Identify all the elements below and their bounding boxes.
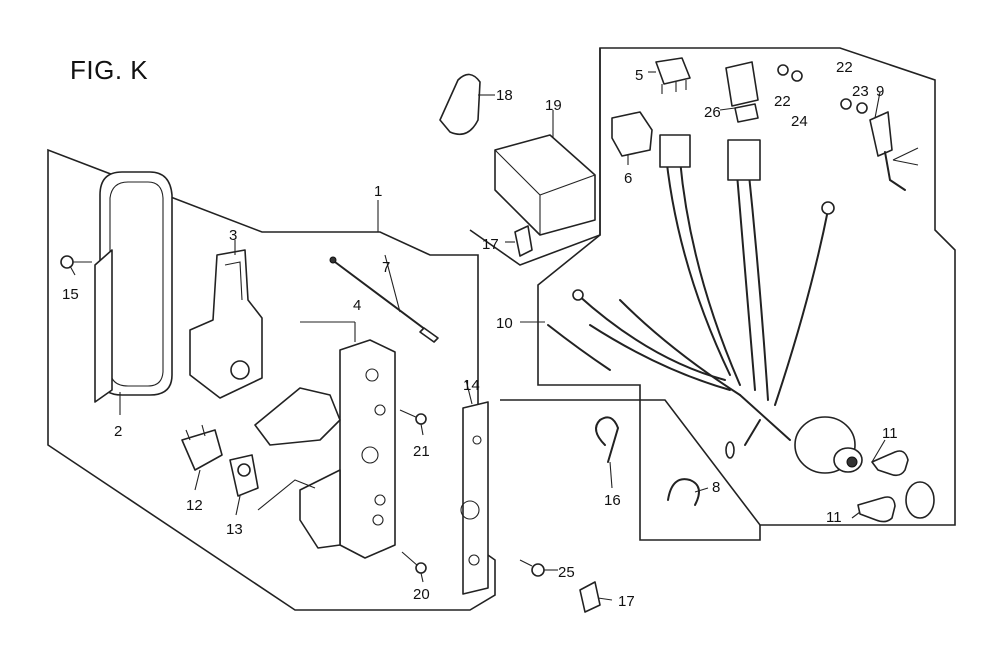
wire-harness-part-10	[547, 134, 835, 459]
callout-20: 20	[413, 586, 430, 603]
callout-17-upper: 17	[482, 236, 499, 253]
callout-26: 26	[704, 104, 721, 121]
bracket-part-3	[189, 249, 263, 399]
leader-line-4	[300, 321, 356, 342]
callout-5: 5	[635, 67, 643, 84]
switch-part-12	[181, 424, 223, 471]
callout-12: 12	[186, 497, 203, 514]
group-outline-box	[469, 48, 601, 266]
callout-9: 9	[876, 83, 884, 100]
key-part-11-lower	[857, 496, 896, 523]
callout-6: 6	[624, 170, 632, 187]
callout-10: 10	[496, 315, 513, 332]
leader-lines	[69, 71, 886, 601]
callout-24: 24	[791, 113, 808, 130]
screw-part-21	[399, 409, 427, 425]
bolt-part-25	[519, 559, 545, 577]
group-outline-clips	[500, 399, 761, 541]
callout-2: 2	[114, 423, 122, 440]
harness-connector-a	[659, 134, 691, 168]
callout-13: 13	[226, 521, 243, 538]
connector-part-6	[611, 111, 653, 157]
clip-part-16	[595, 416, 620, 463]
leader-line-13	[257, 479, 316, 511]
callout-22-right: 22	[836, 59, 853, 76]
rod-part-7	[329, 256, 439, 343]
washer-part-24	[791, 70, 803, 82]
callout-labels: 1 2 3 4 5 6 7 8 9 10 11 11 12 13 14 15 1…	[62, 59, 898, 610]
callout-3: 3	[229, 227, 237, 244]
bracket-part-18	[439, 73, 495, 136]
gasket-part-14	[460, 401, 489, 595]
callout-1: 1	[374, 183, 382, 200]
key-part-11-upper	[871, 450, 909, 477]
switch-part-13	[229, 454, 259, 497]
key-ring	[905, 481, 935, 519]
group-outline-harness	[537, 47, 956, 526]
clip-part-17-lower	[579, 581, 601, 613]
control-panel-part-4	[254, 339, 396, 559]
screw-part-15	[60, 255, 92, 269]
callout-23: 23	[852, 83, 869, 100]
callout-21: 21	[413, 443, 430, 460]
relay-part-5	[655, 57, 691, 94]
callout-11-upper: 11	[882, 425, 898, 442]
cover-part	[94, 171, 173, 403]
harness-connector-b	[727, 139, 761, 181]
callout-15: 15	[62, 286, 79, 303]
callout-8: 8	[712, 479, 720, 496]
callout-7: 7	[382, 259, 390, 276]
figure-title: FIG. K	[70, 55, 149, 85]
callout-18: 18	[496, 87, 513, 104]
callout-4: 4	[353, 297, 361, 314]
callout-22-left: 22	[774, 93, 791, 110]
callout-25: 25	[558, 564, 575, 581]
callout-14: 14	[463, 377, 480, 394]
terminal-part-9	[869, 111, 919, 191]
washer-part-22-right	[840, 98, 852, 110]
clip-part-17-upper	[514, 225, 533, 257]
control-box-part-19	[494, 134, 596, 236]
key-switch	[794, 416, 863, 474]
clamp-part-8	[667, 478, 700, 506]
callout-17-lower: 17	[618, 593, 635, 610]
washer-part-22-left	[777, 64, 789, 76]
callout-11-lower: 11	[826, 509, 842, 526]
callout-16: 16	[604, 492, 621, 509]
washer-part-23	[856, 102, 868, 114]
fuse-part-26	[725, 61, 759, 123]
callout-19: 19	[545, 97, 562, 114]
screw-part-20	[401, 551, 427, 574]
